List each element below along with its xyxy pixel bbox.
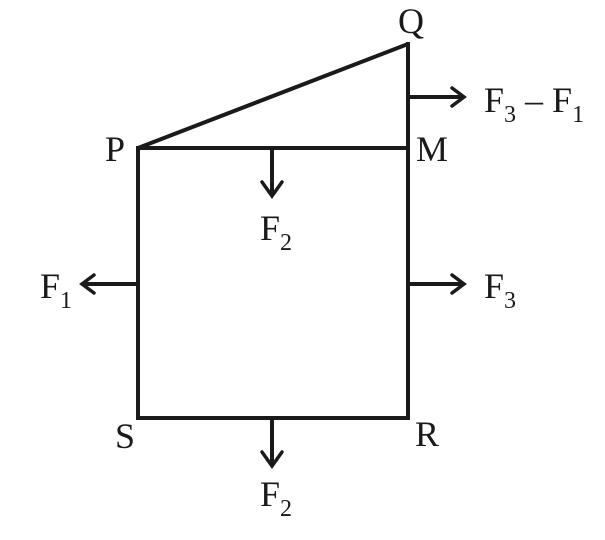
edge-pq: [137, 42, 409, 150]
force-label-f2-top: F2: [260, 208, 292, 256]
arrow-f3-minus-f1: [408, 86, 467, 108]
force-label-f1: F1: [40, 266, 72, 314]
force-label-f3-minus-f1: F3 – F1: [484, 80, 584, 128]
vertex-label-m: M: [416, 129, 448, 169]
arrow-f2-top: [260, 148, 284, 200]
force-label-f2-bottom: F2: [260, 474, 292, 522]
arrow-f2-bottom: [260, 418, 284, 470]
vertex-label-p: P: [105, 129, 125, 169]
vertex-label-s: S: [115, 416, 135, 456]
arrow-f3: [408, 273, 467, 295]
vertex-label-r: R: [415, 414, 439, 454]
force-label-f3: F3: [484, 266, 516, 314]
vertex-label-q: Q: [398, 1, 424, 41]
arrow-f1: [79, 273, 138, 295]
